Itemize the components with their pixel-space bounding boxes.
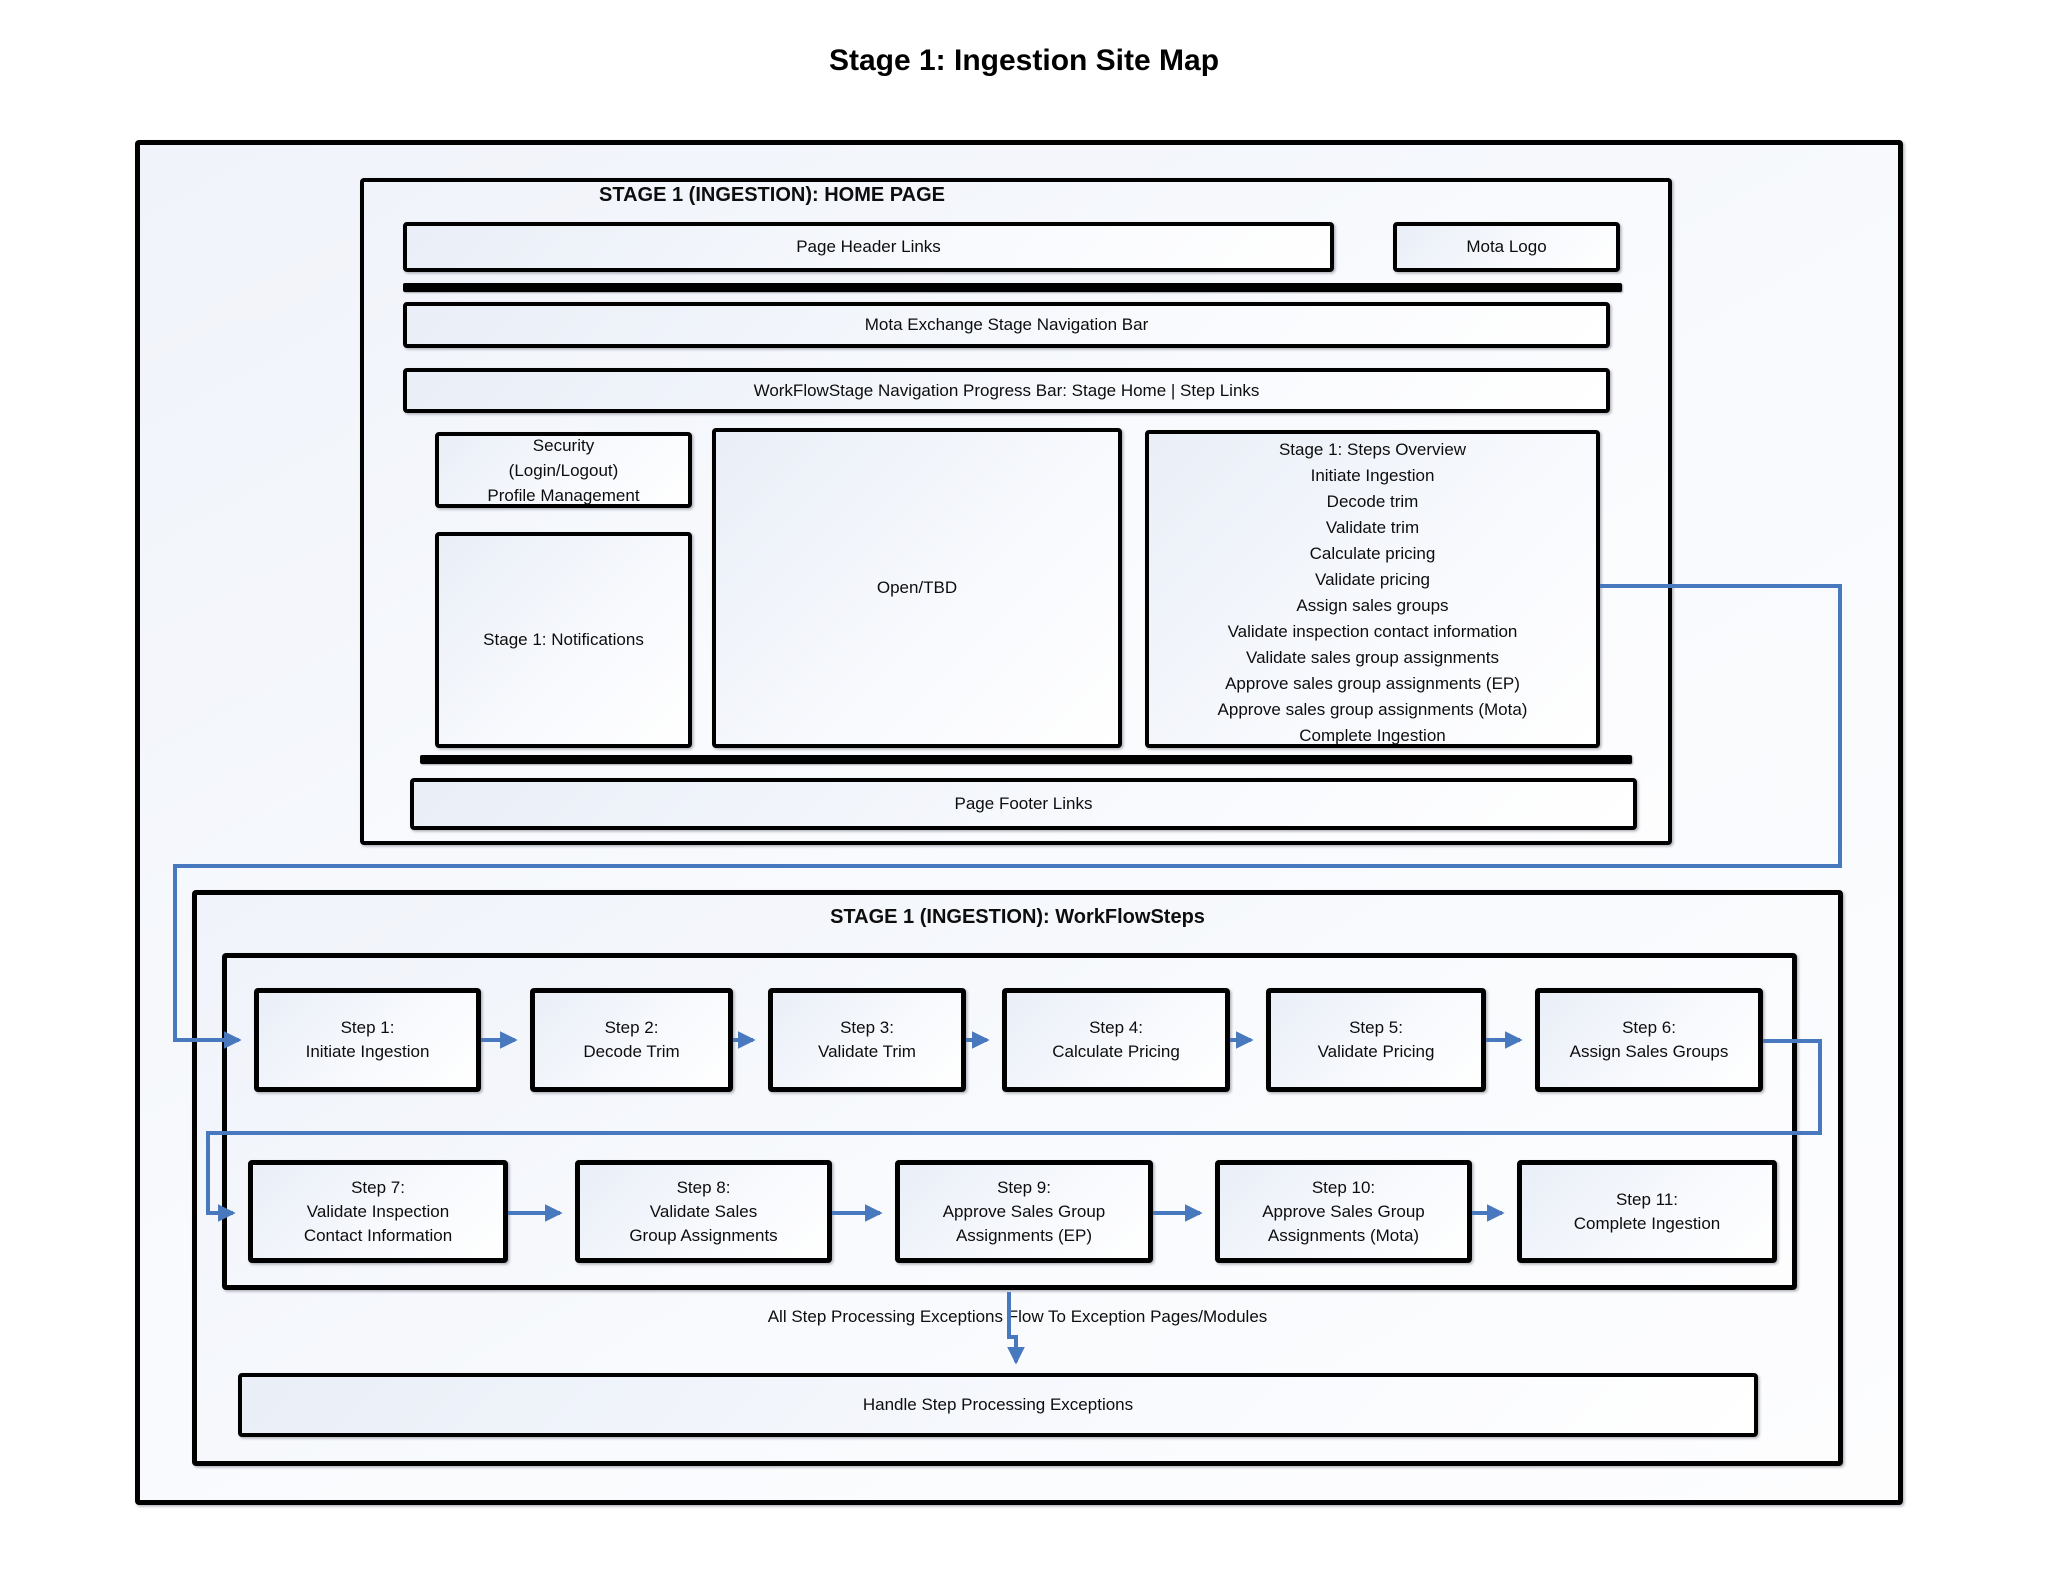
stage-nav-bar-label: Mota Exchange Stage Navigation Bar: [864, 315, 1149, 334]
notifications-box: Stage 1: Notifications: [435, 532, 692, 748]
step-number: Step 5:: [1349, 1018, 1403, 1037]
steps-overview-item: Complete Ingestion: [1299, 726, 1446, 745]
step-box-11: Step 11: Complete Ingestion: [1517, 1160, 1777, 1263]
step-box-3: Step 3: Validate Trim: [768, 988, 966, 1092]
mota-logo-box: Mota Logo: [1393, 222, 1620, 272]
home-page-header: STAGE 1 (INGESTION): HOME PAGE: [599, 184, 945, 206]
step-number: Step 1:: [340, 1018, 395, 1037]
step-box-7: Step 7: Validate Inspection Contact Info…: [248, 1160, 508, 1263]
step-name: Validate Trim: [818, 1042, 916, 1061]
security-line-3: Profile Management: [487, 485, 640, 505]
step-name: Initiate Ingestion: [305, 1042, 430, 1061]
steps-overview-item: Decode trim: [1326, 492, 1419, 511]
notifications-label: Stage 1: Notifications: [483, 630, 644, 649]
step-box-2: Step 2: Decode Trim: [530, 988, 733, 1092]
stage-nav-bar-box: Mota Exchange Stage Navigation Bar: [403, 302, 1610, 348]
steps-overview-item: Validate pricing: [1315, 570, 1430, 589]
step-name: Decode Trim: [583, 1042, 680, 1061]
steps-overview-item: Assign sales groups: [1296, 596, 1449, 615]
step-number: Step 2:: [604, 1018, 659, 1037]
step-box-6: Step 6: Assign Sales Groups: [1535, 988, 1763, 1092]
step-box-10: Step 10: Approve Sales Group Assignments…: [1215, 1160, 1472, 1263]
security-line-2: (Login/Logout): [508, 460, 619, 480]
step-name: Complete Ingestion: [1573, 1213, 1721, 1233]
step-name: Validate Pricing: [1317, 1042, 1435, 1061]
step-box-9: Step 9: Approve Sales Group Assignments …: [895, 1160, 1153, 1263]
step-number: Step 7:: [351, 1177, 405, 1197]
page-header-links-label: Page Header Links: [796, 237, 941, 256]
footer-divider-bar: [420, 755, 1632, 764]
step-name: Validate Sales Group Assignments: [629, 1201, 778, 1245]
step-name: Calculate Pricing: [1052, 1042, 1180, 1061]
page-title: Stage 1: Ingestion Site Map: [828, 44, 1220, 77]
security-box: Security (Login/Logout) Profile Manageme…: [435, 432, 692, 508]
step-number: Step 11:: [1615, 1189, 1679, 1209]
steps-overview-item: Validate trim: [1325, 518, 1420, 537]
progress-bar-label: WorkFlowStage Navigation Progress Bar: S…: [753, 380, 1260, 400]
step-number: Step 6:: [1622, 1018, 1676, 1037]
step-number: Step 8:: [676, 1177, 731, 1197]
step-name: Assign Sales Groups: [1569, 1042, 1729, 1061]
header-divider-bar: [403, 283, 1622, 292]
exceptions-note: All Step Processing Exceptions Flow To E…: [767, 1307, 1268, 1326]
workflow-steps-header: STAGE 1 (INGESTION): WorkFlowSteps: [830, 906, 1205, 928]
step-name: Approve Sales Group Assignments (EP): [942, 1201, 1106, 1245]
step-number: Step 10:: [1311, 1177, 1376, 1197]
step-number: Step 3:: [840, 1018, 894, 1037]
open-tbd-label: Open/TBD: [876, 578, 958, 597]
step-box-1: Step 1: Initiate Ingestion: [254, 988, 481, 1092]
steps-overview-item: Validate inspection contact information: [1227, 622, 1518, 641]
exception-handler-box: Handle Step Processing Exceptions: [238, 1373, 1758, 1437]
steps-overview-item: Initiate Ingestion: [1310, 466, 1435, 485]
exception-handler-label: Handle Step Processing Exceptions: [862, 1395, 1134, 1414]
security-line-1: Security: [532, 435, 595, 455]
open-tbd-box: Open/TBD: [712, 428, 1122, 748]
step-name: Validate Inspection Contact Information: [303, 1201, 453, 1245]
step-name: Approve Sales Group Assignments (Mota): [1262, 1201, 1425, 1245]
step-number: Step 4:: [1089, 1018, 1143, 1037]
steps-overview-item: Calculate pricing: [1309, 544, 1436, 563]
steps-overview-box: Stage 1: Steps Overview Initiate Ingesti…: [1145, 430, 1600, 748]
steps-overview-item: Approve sales group assignments (EP): [1225, 674, 1520, 693]
page-footer-links-label: Page Footer Links: [954, 794, 1093, 813]
step-box-4: Step 4: Calculate Pricing: [1002, 988, 1230, 1092]
page-header-links-box: Page Header Links: [403, 222, 1334, 272]
steps-overview-item: Validate sales group assignments: [1246, 648, 1499, 667]
progress-bar-box: WorkFlowStage Navigation Progress Bar: S…: [403, 368, 1610, 413]
step-box-5: Step 5: Validate Pricing: [1266, 988, 1486, 1092]
step-number: Step 9:: [997, 1177, 1051, 1197]
page-footer-links-box: Page Footer Links: [410, 778, 1637, 830]
steps-overview-title: Stage 1: Steps Overview: [1278, 440, 1467, 459]
mota-logo-label: Mota Logo: [1466, 237, 1547, 256]
steps-overview-item: Approve sales group assignments (Mota): [1217, 700, 1528, 719]
step-box-8: Step 8: Validate Sales Group Assignments: [575, 1160, 832, 1263]
